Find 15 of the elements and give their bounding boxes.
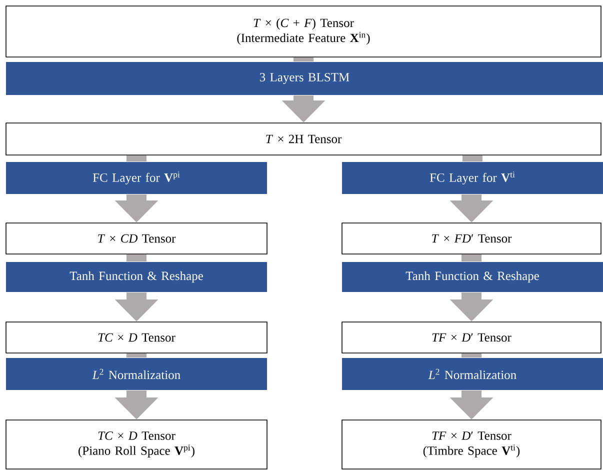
tensor-box: TC × D Tensor (Piano Roll Space V$^{pi}$) <box>6 420 268 470</box>
tensor-box: TC × D Tensor <box>6 322 268 354</box>
tensor-box: T × CD Tensor <box>6 222 268 254</box>
layer-band: L$^{2}$ Normalization <box>6 358 267 390</box>
tensor-box: T × FD′ Tensor <box>342 222 602 254</box>
tensor-box: T × (C + F) Tensor (Intermediate Feature X$^{in}$) <box>6 6 602 58</box>
layer-band: FC Layer for V$^{pi}$ <box>6 162 267 194</box>
tensor-box: TF × D′ Tensor <box>342 322 602 354</box>
tensor-box: TF × D′ Tensor (Timbre Space V$^{ti}$) <box>342 420 602 470</box>
layer-band: FC Layer for V$^{ti}$ <box>342 162 603 194</box>
tensor-box: T × 2H Tensor <box>6 122 602 156</box>
layer-band: Tanh Function & Reshape <box>6 262 267 292</box>
layer-band: 3 Layers BLSTM <box>6 62 603 95</box>
layer-band: L$^{2}$ Normalization <box>342 358 603 390</box>
layer-band: Tanh Function & Reshape <box>342 262 603 292</box>
